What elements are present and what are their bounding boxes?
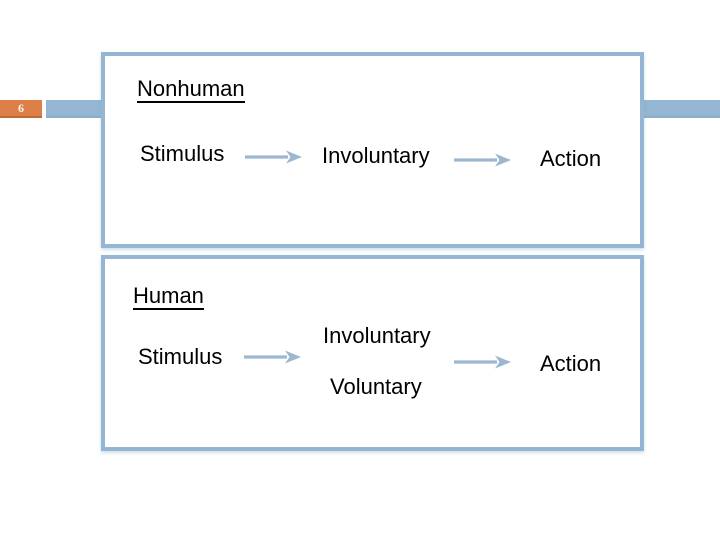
arrow-right-icon [243,349,301,365]
human-title-text: Human [133,283,204,311]
arrow-right-icon [453,152,511,168]
nonhuman-stimulus-label: Stimulus [140,141,225,166]
nonhuman-panel: Nonhuman Stimulus Involuntary Action [101,52,644,248]
accent-bar-left [46,100,102,118]
accent-bar-right [644,100,720,118]
human-voluntary-label: Voluntary [330,374,422,399]
nonhuman-title-text: Nonhuman [137,76,245,104]
human-title: Human [133,282,204,311]
human-stimulus-label: Stimulus [138,344,223,369]
arrow-right-icon [453,354,511,370]
nonhuman-title: Nonhuman [137,75,245,104]
human-involuntary-label: Involuntary [323,323,431,348]
slide-number-badge: 6 [0,100,42,118]
nonhuman-involuntary-label: Involuntary [322,143,430,168]
human-panel: Human Stimulus Involuntary Voluntary Act… [101,255,644,451]
human-action-label: Action [540,351,602,376]
arrow-right-icon [244,149,302,165]
nonhuman-action-label: Action [540,146,602,171]
